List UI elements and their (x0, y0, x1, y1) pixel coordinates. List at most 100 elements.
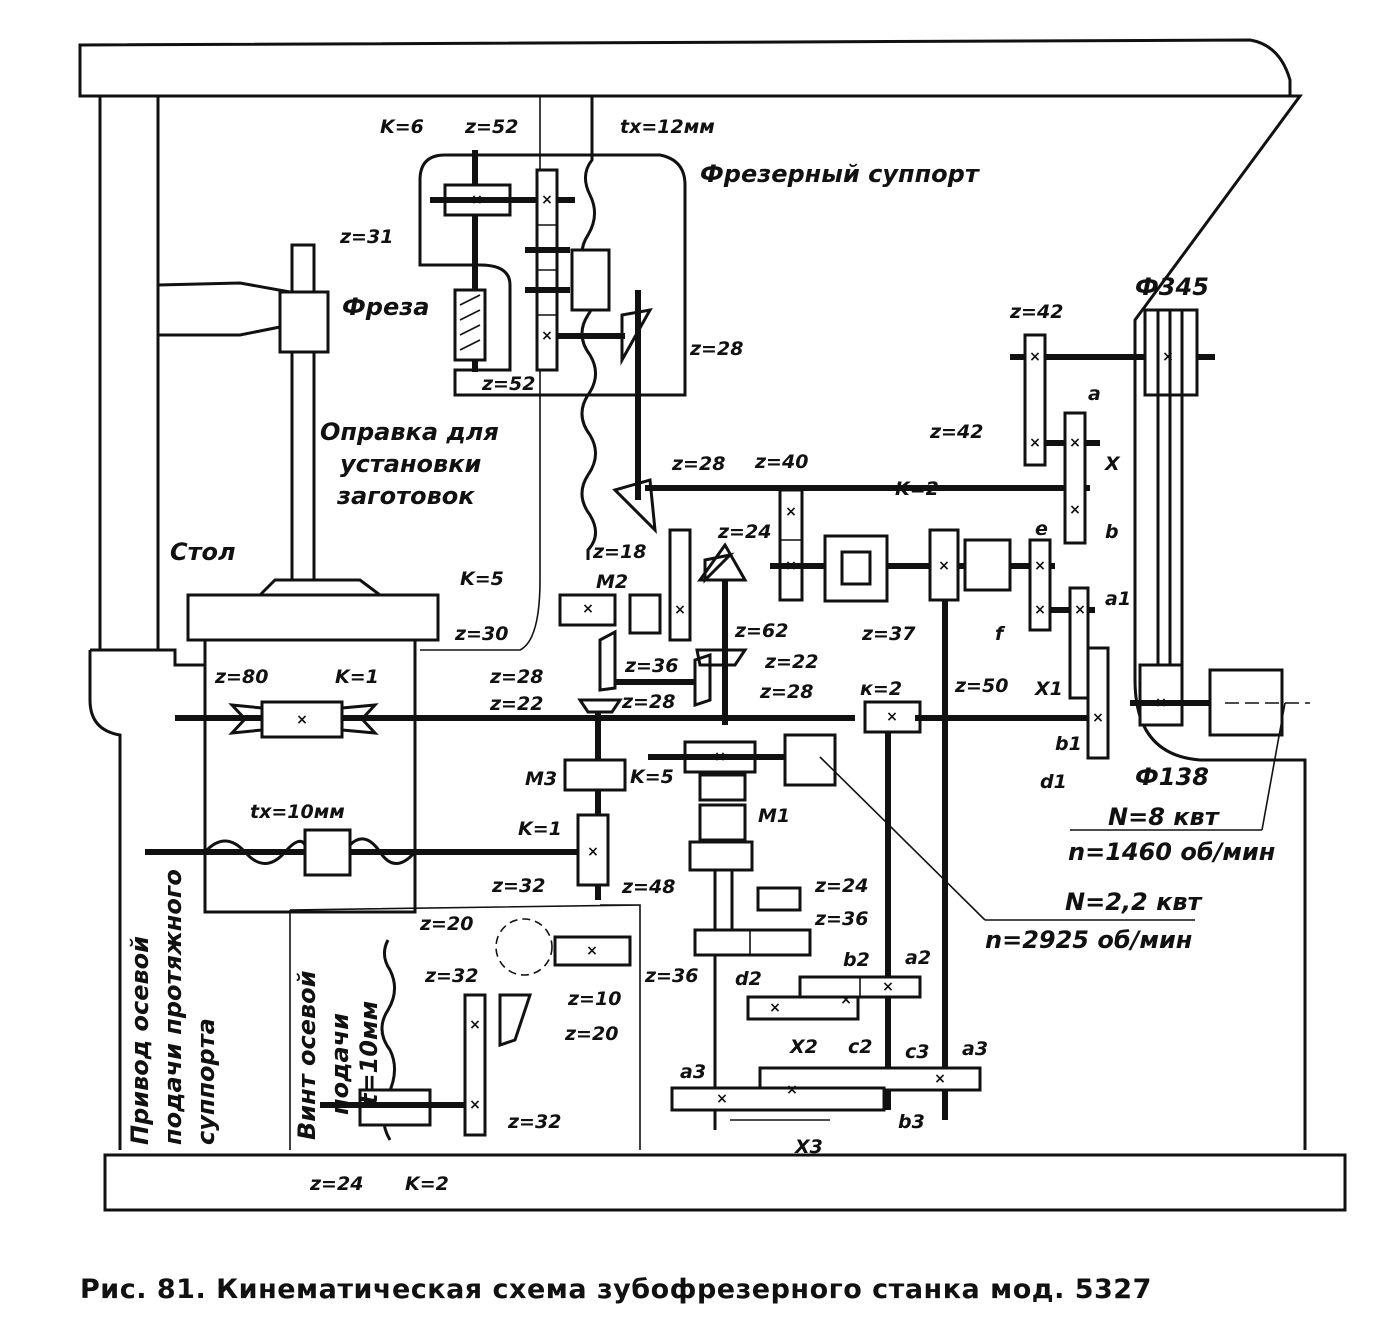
label-d1: d1 (1040, 771, 1067, 793)
svg-text:×: × (1162, 349, 1174, 365)
label-z32-mid: z=32 (424, 965, 478, 987)
clutch-right (963, 538, 1012, 592)
bevel-z28-lower (693, 652, 712, 708)
table-assembly: × (145, 243, 855, 914)
label-z31: z=31 (339, 226, 393, 248)
axial-feed: × × × (320, 918, 632, 1141)
label-X2: X2 (789, 1036, 818, 1058)
worm-k5-upper (558, 593, 617, 627)
svg-text:×: × (938, 558, 950, 574)
table-nut (303, 828, 352, 877)
label-f: f (995, 623, 1006, 645)
label-X3: X3 (794, 1136, 823, 1158)
label-k1-table: K=1 (335, 666, 379, 688)
label-M1: M1 (758, 805, 790, 827)
label-X1: X1 (1034, 678, 1063, 700)
label-b: b (1105, 521, 1119, 543)
gears-z32 (463, 993, 487, 1137)
lead-screw-tx12 (580, 95, 597, 560)
main-drive: × × × × × × × × (1010, 308, 1310, 760)
label-k2-worm: к=2 (860, 678, 902, 700)
cutter-support: × × × (418, 95, 687, 560)
label-X: X (1104, 453, 1121, 475)
arbor-bracket (278, 290, 330, 354)
label-z52-bottom: z=52 (481, 373, 535, 395)
bevel-z24 (697, 542, 748, 584)
label-pulley-345: Ф345 (1135, 273, 1209, 301)
label-z32-top: z=32 (491, 875, 545, 897)
gears-e-f (1028, 538, 1052, 632)
label-z28-bevel-top: z=28 (689, 338, 743, 360)
label-k2-bottom: K=2 (405, 1173, 449, 1195)
label-z20-dash: z=20 (419, 913, 473, 935)
bevel-z28-left (598, 629, 617, 692)
svg-text:×: × (1034, 558, 1046, 574)
label-z18: z=18 (592, 541, 646, 563)
label-z28-lower: z=28 (621, 691, 675, 713)
label-rapid-motor-power: N=2,2 квт (1065, 888, 1204, 916)
label-broaching-drive-3: суппорта (192, 1018, 220, 1145)
label-z52-top: z=52 (464, 116, 518, 138)
label-k2-diff: K=2 (895, 478, 939, 500)
label-cutter-support-1: Фрезерный суппорт (700, 160, 981, 188)
gears-z42 (1023, 333, 1047, 467)
gears-d2-c2 (746, 995, 860, 1021)
label-axial-screw-2: подачи (326, 1013, 354, 1115)
gears-a3-b3 (670, 1086, 886, 1112)
label-z37: z=37 (861, 623, 916, 645)
label-arbor-3: заготовок (336, 482, 475, 510)
svg-text:×: × (1092, 710, 1104, 726)
label-z28-left: z=28 (489, 666, 543, 688)
svg-text:×: × (586, 943, 598, 959)
label-broaching-drive-2: подачи протяжного (159, 869, 187, 1145)
table (186, 593, 440, 642)
label-z48: z=48 (621, 876, 675, 898)
svg-text:×: × (541, 192, 553, 208)
label-c3: c3 (905, 1041, 929, 1063)
label-z36-upper: z=36 (624, 655, 678, 677)
svg-text:×: × (786, 1082, 798, 1098)
label-b2: b2 (843, 949, 870, 971)
svg-text:×: × (296, 712, 308, 728)
label-b3: b3 (898, 1111, 925, 1133)
label-broaching-drive-1: Привод осевой (126, 936, 154, 1145)
label-arbor-1: Оправка для (320, 418, 499, 446)
gear-z40-z62 (778, 488, 804, 602)
gear-z24 (756, 886, 802, 912)
table-housing (203, 638, 417, 914)
label-e: e (1035, 518, 1048, 540)
gear-d1 (1086, 646, 1110, 760)
svg-text:×: × (769, 1000, 781, 1016)
label-arbor-2: установки (340, 450, 482, 478)
label-z22-right: z=22 (764, 651, 818, 673)
svg-text:×: × (1034, 602, 1046, 618)
label-d2: d2 (735, 968, 762, 990)
label-z20-bevel: z=20 (564, 1023, 618, 1045)
bevel-z20 (498, 993, 533, 1048)
label-z62: z=62 (734, 620, 788, 642)
label-z28-horiz: z=28 (759, 681, 813, 703)
label-tx12: tx=12мм (620, 116, 715, 138)
bevel-z28-mid (612, 478, 657, 535)
svg-text:×: × (785, 504, 797, 520)
svg-text:×: × (1069, 502, 1081, 518)
label-z42-top: z=42 (1009, 301, 1063, 323)
svg-text:×: × (882, 979, 894, 995)
figure-caption: Рис. 81. Кинематическая схема зубофрезер… (80, 1274, 1152, 1305)
rapid-motor (783, 733, 837, 787)
clutch-M1 (698, 803, 747, 842)
label-a3-right: a3 (962, 1038, 988, 1060)
gears-z18-z36 (668, 528, 692, 642)
svg-text:×: × (582, 601, 594, 617)
top-beam (78, 38, 1292, 98)
label-z22-left: z=22 (489, 693, 543, 715)
gears-z36 (693, 928, 812, 957)
svg-text:×: × (840, 992, 852, 1008)
label-a1: a1 (1105, 588, 1131, 610)
svg-text:×: × (1029, 349, 1041, 365)
pulley-138 (1138, 663, 1184, 727)
gears-a-b (1063, 411, 1087, 545)
clutch-M3 (563, 758, 627, 792)
svg-text:×: × (587, 844, 599, 860)
label-z32-bottom: z=32 (507, 1111, 561, 1133)
